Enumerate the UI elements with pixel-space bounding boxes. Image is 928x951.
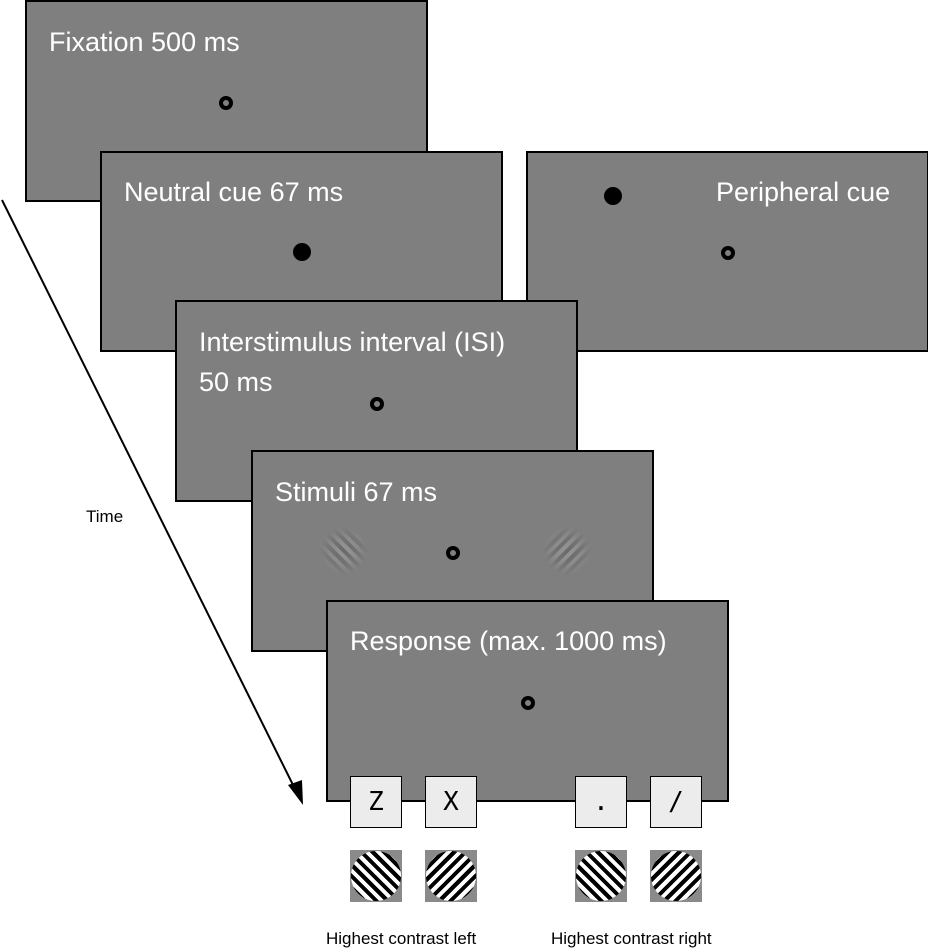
- fixation-label: Fixation 500 ms: [49, 27, 240, 57]
- isi-label: Interstimulus interval (ISI) 50 ms: [199, 327, 506, 397]
- peripheral-cue-label: Peripheral cue: [716, 177, 891, 207]
- grating-icon: [425, 850, 477, 902]
- key-x: X: [425, 776, 477, 828]
- key-z: Z: [350, 776, 402, 828]
- gabor-patch-icon: [320, 527, 368, 575]
- key-period: .: [575, 776, 627, 828]
- caption-right: Highest contrast right: [551, 929, 712, 948]
- fixation-point-icon: [521, 696, 535, 710]
- fixation-point-icon: [446, 546, 460, 560]
- cue-dot-icon: [604, 187, 622, 205]
- cue-dot-icon: [293, 243, 311, 261]
- grating-icon: [350, 850, 402, 902]
- fixation-point-icon: [721, 246, 735, 260]
- neutral-cue-label: Neutral cue 67 ms: [124, 177, 344, 207]
- key-slash: /: [650, 776, 702, 828]
- grating-icon: [650, 850, 702, 902]
- stimuli-label: Stimuli 67 ms: [275, 477, 438, 507]
- caption-left: Highest contrast left: [326, 929, 477, 948]
- fixation-point-icon: [370, 397, 384, 411]
- response-label: Response (max. 1000 ms): [350, 626, 667, 656]
- time-label: Time: [86, 507, 124, 526]
- response-screen: Response (max. 1000 ms): [326, 600, 729, 802]
- fixation-point-icon: [219, 96, 233, 110]
- gabor-patch-icon: [543, 527, 591, 575]
- grating-icon: [575, 850, 627, 902]
- peripheral-cue-screen: Peripheral cue: [526, 151, 928, 352]
